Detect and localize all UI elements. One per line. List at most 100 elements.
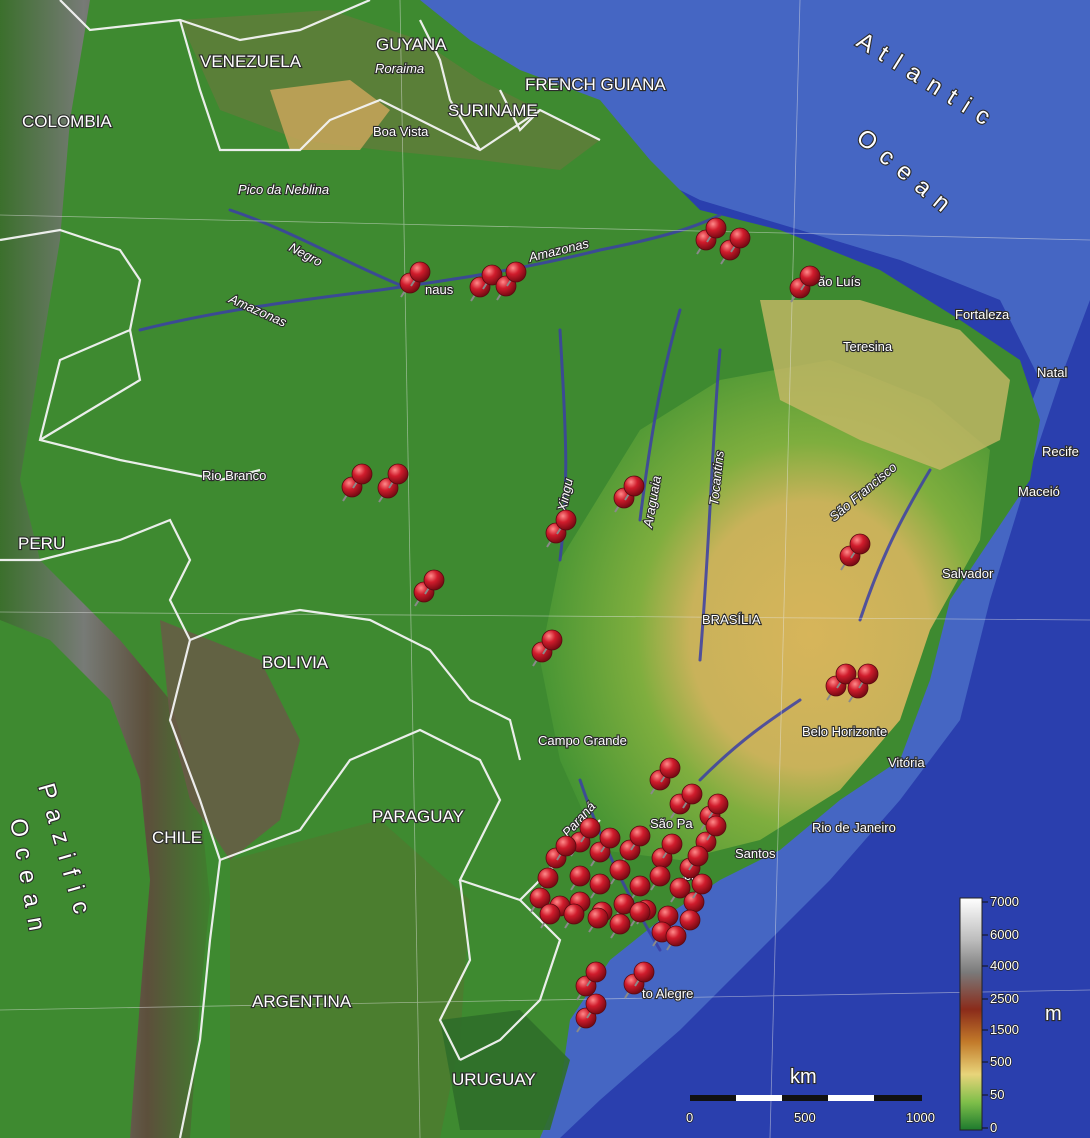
pin-marker xyxy=(707,793,729,819)
pin-head xyxy=(649,865,671,887)
pin-marker xyxy=(849,533,871,559)
pin-head xyxy=(629,901,651,923)
city-label: Belo Horizonte xyxy=(802,724,887,739)
country-label: BOLIVIA xyxy=(262,653,329,672)
pin-head xyxy=(687,845,709,867)
legend-tick-label: 4000 xyxy=(990,958,1019,973)
city-label: ão Luís xyxy=(818,274,861,289)
city-label: Roraima xyxy=(375,61,424,76)
pin-head xyxy=(729,227,751,249)
pin-marker xyxy=(529,887,551,913)
country-label: PERU xyxy=(18,534,65,553)
legend-tick-label: 2500 xyxy=(990,991,1019,1006)
pin-head xyxy=(707,793,729,815)
northeast-highlands xyxy=(760,300,1010,470)
pin-marker xyxy=(799,265,821,291)
city-label: Recife xyxy=(1042,444,1079,459)
pin-marker xyxy=(623,475,645,501)
legend-tick-label: 7000 xyxy=(990,894,1019,909)
pin-marker xyxy=(729,227,751,253)
pin-marker xyxy=(629,875,651,901)
roraima-plateau xyxy=(270,80,390,150)
city-label: Vitória xyxy=(888,755,925,770)
altiplano xyxy=(160,620,300,860)
country-label: GUYANA xyxy=(376,35,447,54)
pin-head xyxy=(409,261,431,283)
pin-marker xyxy=(387,463,409,489)
pin-marker xyxy=(555,835,577,861)
pin-head xyxy=(679,909,701,931)
pin-head xyxy=(529,887,551,909)
pin-marker xyxy=(609,913,631,939)
pin-head xyxy=(629,875,651,897)
andes-mountains xyxy=(0,0,210,1138)
legend-tick-label: 500 xyxy=(990,1054,1012,1069)
city-label: Santos xyxy=(735,846,776,861)
pin-marker xyxy=(679,909,701,935)
brazil-highlands xyxy=(540,360,990,860)
legend-tick-label: 1500 xyxy=(990,1022,1019,1037)
pin-head xyxy=(579,817,601,839)
pin-marker xyxy=(835,663,857,689)
pin-head xyxy=(705,217,727,239)
scale-bar-segment xyxy=(736,1095,782,1101)
southern-lowlands xyxy=(230,820,470,1138)
pin-head xyxy=(623,475,645,497)
pin-marker xyxy=(481,264,503,290)
pin-head xyxy=(587,907,609,929)
pin-head xyxy=(481,264,503,286)
pin-marker xyxy=(579,817,601,843)
legend-colorbar xyxy=(959,897,983,1131)
pin-head xyxy=(857,663,879,685)
country-labels: VENEZUELA GUYANA SURINAME FRENCH GUIANA … xyxy=(17,34,668,1090)
pin-marker xyxy=(351,463,373,489)
pin-head xyxy=(799,265,821,287)
pin-marker xyxy=(609,859,631,885)
city-label: Maceió xyxy=(1018,484,1060,499)
pin-head xyxy=(555,509,577,531)
city-label: São Pa xyxy=(650,816,693,831)
scale-tick: 1000 xyxy=(906,1110,935,1125)
pin-marker xyxy=(659,757,681,783)
pin-head xyxy=(633,961,655,983)
legend-tick-label: 50 xyxy=(990,1087,1004,1102)
pin-marker xyxy=(633,961,655,987)
legend-tick-label: 0 xyxy=(990,1120,997,1135)
country-label: CHILE xyxy=(152,828,202,847)
pin-marker xyxy=(691,873,713,899)
country-label: PARAGUAY xyxy=(372,807,464,826)
pin-marker xyxy=(629,825,651,851)
pin-marker xyxy=(599,827,621,853)
pin-head xyxy=(665,925,687,947)
pin-head xyxy=(609,913,631,935)
pin-marker xyxy=(409,261,431,287)
pin-head xyxy=(705,815,727,837)
pin-marker xyxy=(589,873,611,899)
scale-unit: km xyxy=(790,1066,817,1088)
country-label: COLOMBIA xyxy=(22,112,112,131)
pin-marker xyxy=(669,877,691,903)
legend-tick-label: 6000 xyxy=(990,927,1019,942)
pin-head xyxy=(835,663,857,685)
pin-head xyxy=(599,827,621,849)
pin-head xyxy=(585,993,607,1015)
pin-marker xyxy=(649,865,671,891)
city-label: Teresina xyxy=(843,339,893,354)
country-label: ARGENTINA xyxy=(252,992,352,1011)
pin-head xyxy=(681,783,703,805)
pin-head xyxy=(849,533,871,555)
pin-marker xyxy=(563,903,585,929)
country-label: SURINAME xyxy=(448,101,538,120)
pin-marker xyxy=(585,993,607,1019)
scale-tick: 500 xyxy=(794,1110,816,1125)
pin-head xyxy=(539,903,561,925)
pin-marker xyxy=(687,845,709,871)
scale-tick: 0 xyxy=(686,1110,693,1125)
pin-markers xyxy=(341,217,879,1033)
country-label: VENEZUELA xyxy=(200,52,302,71)
pin-marker xyxy=(857,663,879,689)
pin-marker xyxy=(505,261,527,287)
city-label: Natal xyxy=(1037,365,1067,380)
